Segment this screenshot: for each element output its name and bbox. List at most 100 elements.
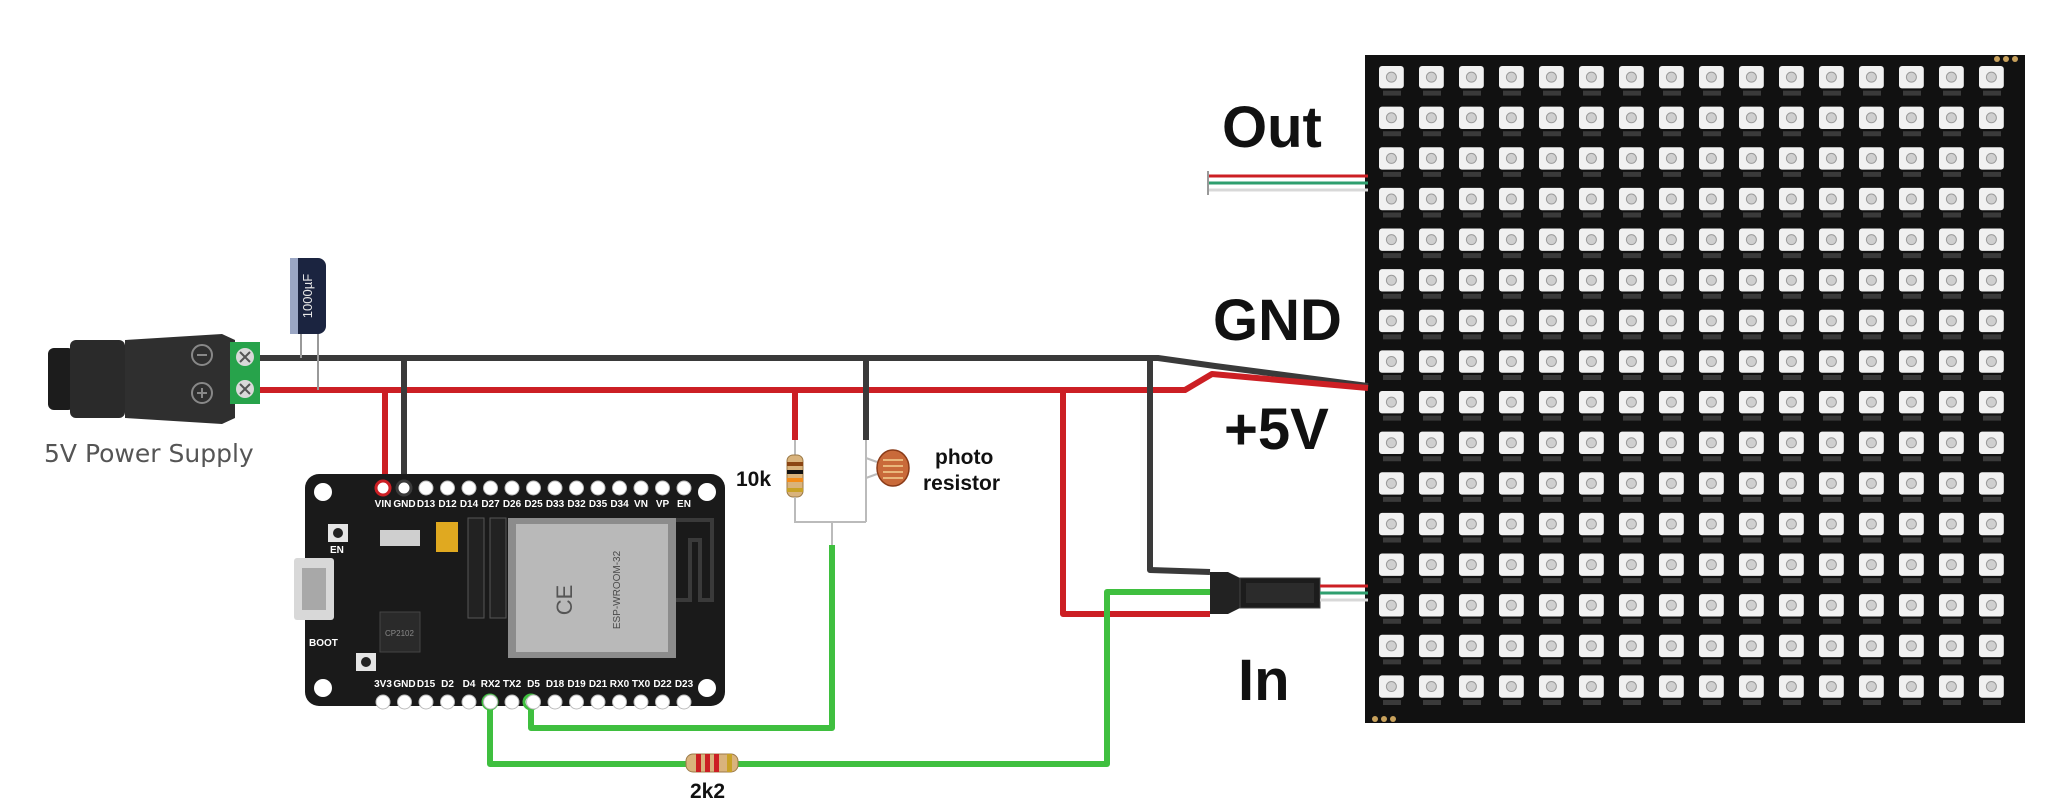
resistor-10k-label: 10k	[736, 468, 771, 491]
led-cell	[1819, 594, 1844, 624]
led-cell	[1379, 350, 1404, 380]
capacitor-label: 1000µF	[300, 274, 315, 318]
led-cell	[1779, 431, 1804, 462]
led-cell	[1379, 634, 1404, 665]
led-cell	[1779, 634, 1804, 665]
led-cell	[1739, 431, 1764, 462]
led-cell	[1499, 391, 1524, 421]
led-cell	[1979, 309, 2004, 340]
esp32-pin-hole	[655, 480, 670, 496]
led-cell	[1579, 350, 1604, 380]
led-cell	[1619, 594, 1644, 624]
led-cell	[1419, 147, 1444, 177]
led-cell	[1499, 512, 1524, 543]
led-cell	[1619, 147, 1644, 177]
led-cell	[1659, 431, 1684, 462]
led-cell	[1659, 553, 1684, 584]
led-cell	[1619, 350, 1644, 380]
led-cell	[1739, 594, 1764, 624]
led-cell	[1539, 350, 1564, 380]
led-cell	[1619, 66, 1644, 96]
led-cell	[1619, 106, 1644, 137]
led-cell	[1499, 228, 1524, 259]
led-cell	[1899, 391, 1924, 421]
led-cell	[1819, 106, 1844, 137]
led-cell	[1659, 228, 1684, 259]
led-cell	[1419, 187, 1444, 218]
esp32-pin-hole	[440, 694, 455, 710]
esp32-pin-label: RX2	[481, 679, 501, 690]
esp32-pin-hole	[440, 480, 455, 496]
out-label: Out	[1222, 95, 1322, 160]
led-cell	[1819, 309, 1844, 340]
led-cell	[1459, 675, 1484, 705]
led-cell	[1699, 228, 1724, 259]
matrix-corner-pad	[1390, 716, 1396, 722]
led-cell	[1939, 187, 1964, 218]
esp32-pin-label: EN	[677, 499, 691, 510]
esp32-pin-label: D25	[524, 499, 543, 510]
matrix-corner-pad	[2003, 56, 2009, 62]
esp32-pin-hole	[526, 480, 541, 496]
led-cell	[1499, 594, 1524, 624]
led-cell	[1379, 228, 1404, 259]
led-cell	[1539, 269, 1564, 299]
led-cell	[1819, 472, 1844, 502]
sensor-divider-wires	[794, 440, 867, 545]
esp32-pin-label: D19	[567, 679, 586, 690]
led-cell	[1539, 106, 1564, 137]
led-cell	[1459, 472, 1484, 502]
resistor-2k2	[685, 753, 739, 773]
matrix-corner-pad	[1372, 716, 1378, 722]
esp32-pin-label: D35	[589, 499, 608, 510]
led-cell	[1699, 391, 1724, 421]
led-cell	[1579, 512, 1604, 543]
led-cell	[1379, 512, 1404, 543]
led-cell	[1419, 634, 1444, 665]
led-cell	[1859, 512, 1884, 543]
led-cell	[1379, 66, 1404, 96]
led-cell	[1499, 187, 1524, 218]
esp32-pin-hole	[590, 694, 606, 710]
led-cell	[1899, 147, 1924, 177]
led-cell	[1499, 106, 1524, 137]
led-cell	[1419, 309, 1444, 340]
led-cell	[1859, 269, 1884, 299]
esp32-connected-pin	[374, 479, 392, 497]
led-cell	[1939, 594, 1964, 624]
led-cell	[1499, 147, 1524, 177]
led-cell	[1579, 472, 1604, 502]
led-cell	[1939, 147, 1964, 177]
esp32-pin-label: D15	[417, 679, 436, 690]
led-cell	[1659, 675, 1684, 705]
led-cell	[1699, 634, 1724, 665]
led-cell	[1379, 147, 1404, 177]
led-cell	[1979, 147, 2004, 177]
led-cell	[1699, 147, 1724, 177]
led-cell	[1899, 269, 1924, 299]
esp32-pin-hole	[418, 480, 434, 496]
led-cell	[1939, 512, 1964, 543]
led-cell	[1739, 675, 1764, 705]
esp32-pin-label: D22	[653, 679, 672, 690]
esp32-pin-label: GND	[393, 679, 415, 690]
led-cell	[1419, 350, 1444, 380]
led-cell	[1779, 553, 1804, 584]
led-cell	[1659, 472, 1684, 502]
led-cell	[1379, 309, 1404, 340]
led-cell	[1699, 106, 1724, 137]
led-cell	[1459, 309, 1484, 340]
led-cell	[1659, 512, 1684, 543]
led-cell	[1819, 553, 1844, 584]
led-cell	[1939, 350, 1964, 380]
led-cell	[1499, 66, 1524, 96]
led-cell	[1539, 431, 1564, 462]
led-grid	[1379, 66, 2004, 705]
esp32-pin-hole	[504, 480, 520, 496]
led-cell	[1699, 675, 1724, 705]
led-cell	[1859, 187, 1884, 218]
led-cell	[1939, 472, 1964, 502]
led-cell	[1779, 66, 1804, 96]
led-cell	[1939, 431, 1964, 462]
capacitor: 1000µF	[290, 258, 326, 390]
